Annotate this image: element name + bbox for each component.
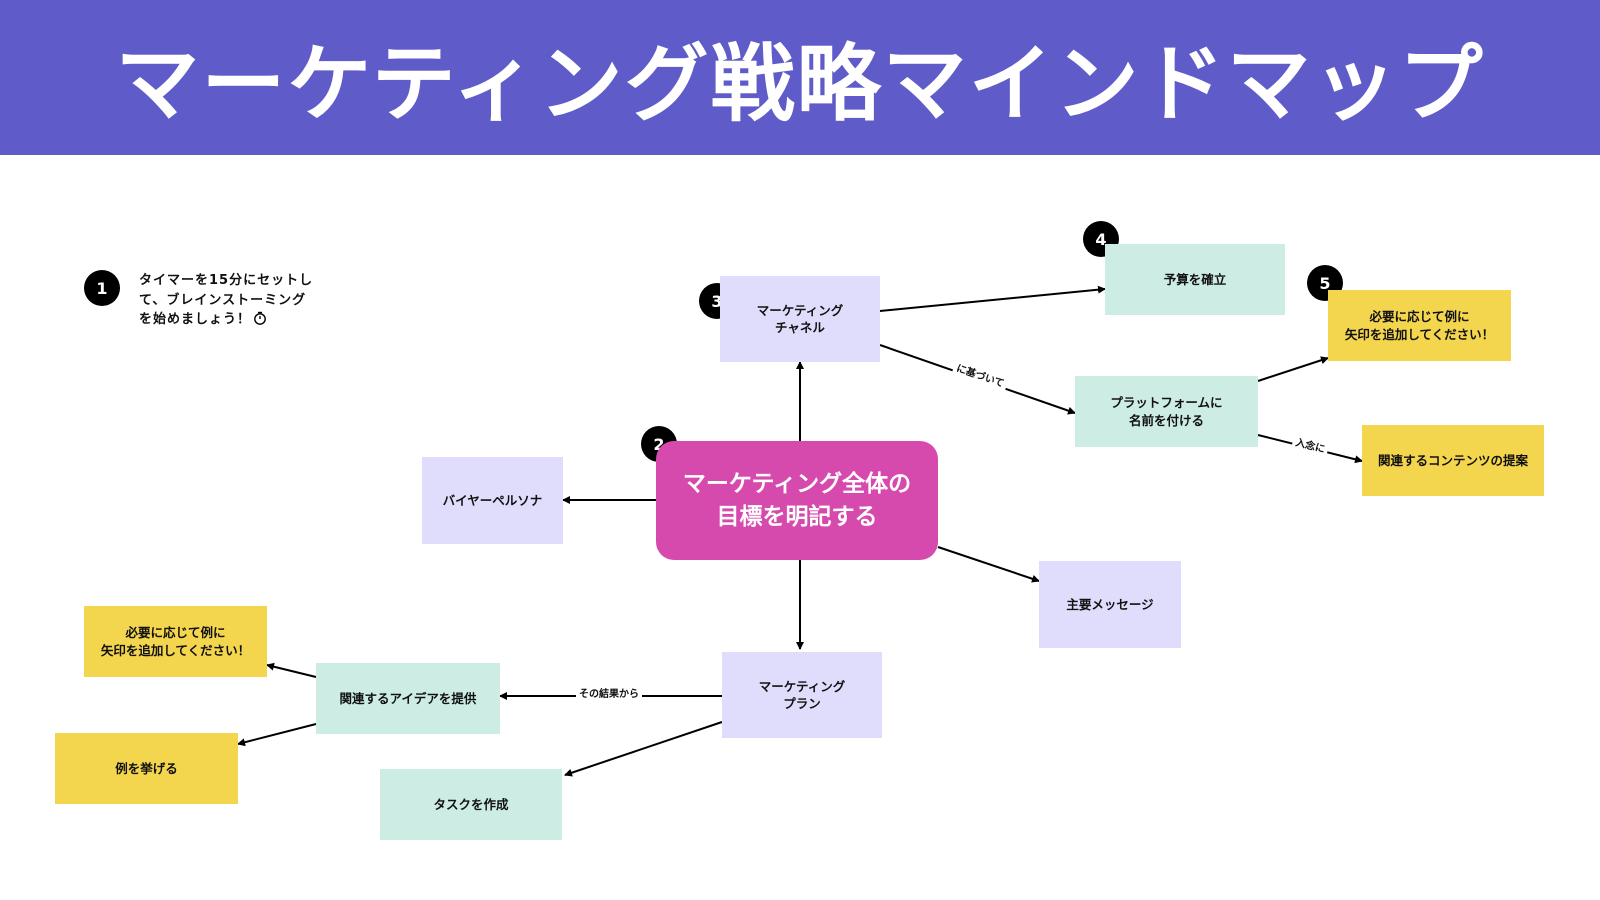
edge-ideas-to-give-examples	[237, 723, 317, 747]
example-node-left[interactable]: 必要に応じて例に 矢印を追加してください！	[84, 606, 267, 677]
timer-icon	[254, 311, 266, 325]
edge-central-to-message	[937, 546, 1040, 583]
edge-channel-to-budget	[879, 285, 1106, 312]
central-goal-node[interactable]: マーケティング全体の 目標を明記する	[656, 441, 938, 560]
plan-node[interactable]: マーケティング プラン	[722, 652, 882, 738]
create-task-node[interactable]: タスクを作成	[380, 769, 562, 840]
edge-label-as-result: その結果から	[576, 689, 642, 701]
page-title: マーケティング戦略マインドマップ	[115, 35, 1485, 133]
budget-node[interactable]: 予算を確立	[1105, 244, 1285, 315]
instruction-text: タイマーを15分にセットし て、ブレインストーミング を始めましょう！	[139, 271, 313, 330]
persona-node[interactable]: バイヤーペルソナ	[422, 457, 563, 544]
related-content-node[interactable]: 関連するコンテンツの提案	[1362, 425, 1544, 496]
instruction-line-1: タイマーを15分にセットし	[139, 273, 314, 288]
edge-plan-to-task	[564, 721, 723, 777]
key-message-node[interactable]: 主要メッセージ	[1039, 561, 1181, 648]
instruction-line-2: て、ブレインストーミング	[139, 292, 307, 308]
edge-platform-to-example	[1257, 356, 1329, 382]
instruction-line-3-text: を始めましょう！	[139, 312, 252, 327]
header-banner: マーケティング戦略マインドマップ	[0, 0, 1600, 155]
instruction-line-3: を始めましょう！	[139, 310, 313, 330]
step-badge-5: 5	[1307, 265, 1343, 301]
give-examples-node[interactable]: 例を挙げる	[55, 733, 238, 804]
related-ideas-node[interactable]: 関連するアイデアを提供	[316, 663, 500, 734]
step-badge-1: 1	[84, 270, 120, 306]
channel-node[interactable]: マーケティング チャネル	[720, 276, 880, 362]
example-node-top[interactable]: 必要に応じて例に 矢印を追加してください！	[1328, 290, 1511, 361]
edge-ideas-to-example	[266, 662, 317, 678]
platform-node[interactable]: プラットフォームに 名前を付ける	[1075, 376, 1258, 447]
